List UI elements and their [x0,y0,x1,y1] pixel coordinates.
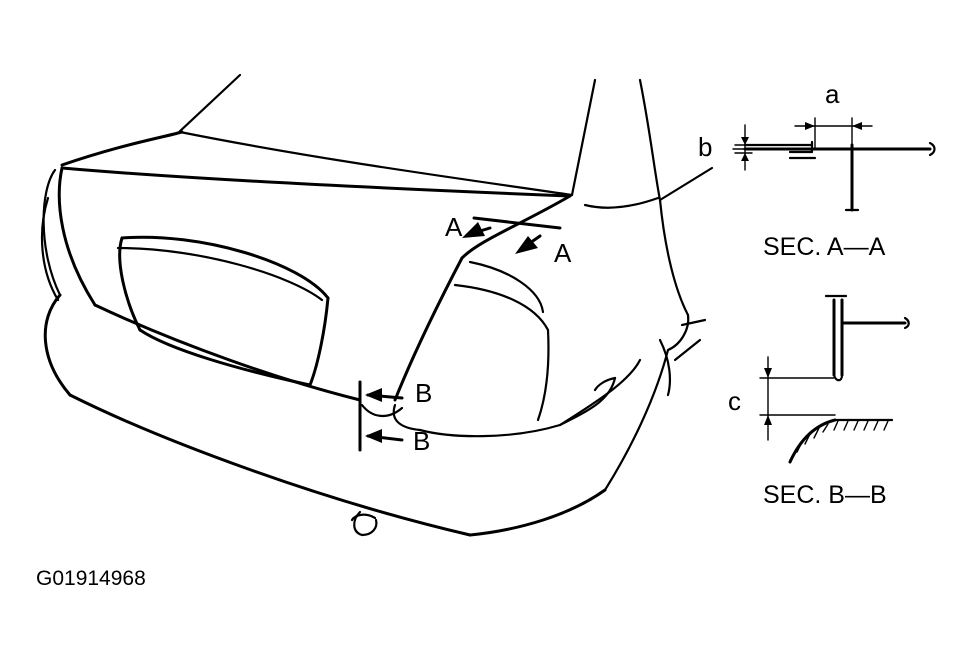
callout-b-arrows [358,380,404,452]
section-bb-title: SEC. B—B [763,481,887,509]
section-aa-detail [732,117,936,212]
callout-a-left-label: A [445,212,463,242]
dimension-c-label: c [728,386,741,416]
dimension-b-label: b [698,132,712,162]
section-bb-detail [759,294,910,464]
car-body [40,73,714,537]
callout-a-arrows [462,216,562,254]
section-aa-title: SEC. A—A [763,233,886,261]
callout-b-top-label: B [415,378,432,408]
figure-code: G01914968 [36,567,146,590]
dimension-a-label: a [825,79,840,109]
callout-a-right-label: A [554,238,572,268]
callout-b-bottom-label: B [413,426,430,456]
